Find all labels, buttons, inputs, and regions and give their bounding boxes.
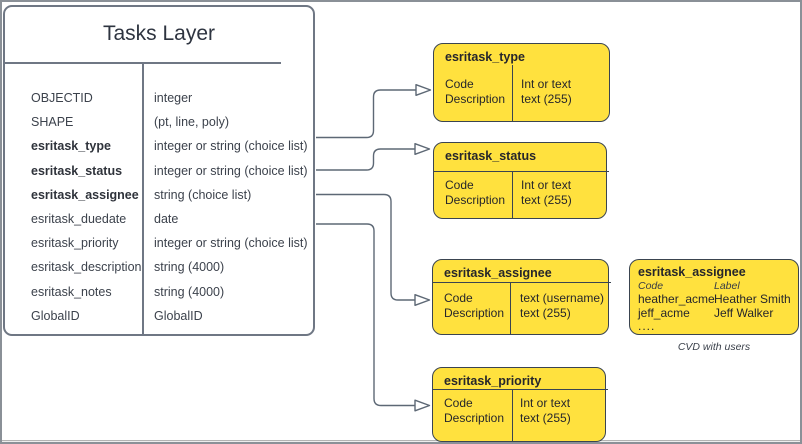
field-type: date (154, 212, 179, 227)
field-name: SHAPE (31, 115, 74, 130)
cvd-title: esritask_assignee (638, 265, 746, 279)
field-row: esritask_description string (4000) (5, 255, 313, 279)
field-type: integer (154, 91, 193, 106)
node-title: esritask_type (445, 50, 525, 64)
field-type: integer or string (choice list) (154, 139, 308, 154)
field-row: SHAPE (pt, line, poly) (5, 110, 313, 134)
field-row: OBJECTID integer (5, 86, 313, 110)
node-title: esritask_priority (444, 374, 542, 388)
field-type: string (choice list) (154, 187, 252, 202)
open-arrowhead-icon (414, 142, 431, 156)
field-row: esritask_notes string (4000) (5, 280, 313, 304)
cvd-users-node: esritask_assignee Code Label heather_acm… (629, 259, 799, 335)
table-title: Tasks Layer (102, 22, 216, 45)
field-name: esritask_assignee (31, 187, 139, 202)
field-name: esritask_notes (31, 284, 112, 299)
field-type: string (4000) (154, 260, 225, 275)
node-column-divider (512, 389, 513, 441)
code-type: Int or text (521, 178, 572, 192)
field-row: esritask_duedate date (5, 207, 313, 231)
field-type: integer or string (choice list) (154, 163, 308, 178)
code-label: Code (444, 396, 473, 410)
node-title: esritask_status (445, 149, 537, 163)
node-column-divider (512, 65, 513, 121)
description-type: text (255) (521, 92, 572, 106)
field-name: esritask_type (31, 139, 111, 154)
cvd-user-code: jeff_acme (638, 306, 690, 320)
description-type: text (255) (521, 193, 572, 207)
field-name: esritask_description (31, 260, 142, 275)
node-column-divider (510, 282, 511, 334)
description-label: Description (445, 92, 506, 106)
cvd-code-header: Code (638, 280, 664, 292)
cvd-user-code: heather_acme (638, 292, 715, 306)
cvd-user-row: jeff_acme Jeff Walker (630, 306, 798, 320)
cvd-ellipsis: .... (638, 319, 656, 333)
description-label: Description (444, 306, 505, 320)
page-margin-area (2, 441, 800, 442)
field-name: OBJECTID (31, 91, 93, 106)
description-type: text (255) (520, 306, 571, 320)
cvd-label-header: Label (714, 280, 740, 292)
description-type: text (255) (520, 411, 571, 425)
field-row: esritask_priority integer or string (choi… (5, 231, 313, 255)
field-type: integer or string (choice list) (154, 236, 308, 251)
node-title: esritask_assignee (444, 266, 552, 280)
page-edge-line (2, 440, 800, 441)
code-type: Int or text (521, 77, 572, 91)
field-row: esritask_assignee string (choice list) (5, 183, 313, 207)
node-title-divider (433, 282, 611, 283)
open-arrowhead-icon (415, 83, 432, 97)
connector-esritask-priority (316, 223, 415, 407)
field-name: esritask_duedate (31, 212, 127, 227)
description-label: Description (444, 411, 505, 425)
field-name: esritask_status (31, 163, 123, 178)
connector-esritask-assignee (316, 193, 415, 301)
code-type: Int or text (520, 396, 571, 410)
code-label: Code (445, 178, 474, 192)
open-arrowhead-icon (414, 294, 431, 306)
cvd-user-label: Jeff Walker (714, 306, 774, 320)
field-list: OBJECTID integer SHAPE (pt, line, poly) es… (5, 86, 313, 328)
tasks-layer-node: Tasks Layer OBJECTID integer SHAPE (pt, li… (3, 5, 315, 336)
node-title-divider (434, 171, 609, 172)
cvd-user-row: heather_acme Heather Smith (630, 292, 798, 306)
connector-esritask-type (316, 89, 416, 139)
field-row: GlobalID GlobalID (5, 304, 313, 328)
field-type: (pt, line, poly) (154, 115, 230, 130)
field-name: GlobalID (31, 308, 80, 323)
table-column-divider (142, 62, 144, 334)
open-arrowhead-icon (414, 399, 431, 412)
field-row: esritask_type integer or string (choice l… (5, 134, 313, 158)
field-name: esritask_priority (31, 236, 119, 251)
description-label: Description (445, 193, 506, 207)
cvd-user-label: Heather Smith (714, 292, 791, 306)
code-label: Code (444, 291, 473, 305)
connector-esritask-status (316, 148, 415, 171)
field-type: GlobalID (154, 308, 203, 323)
node-column-divider (512, 171, 513, 218)
code-type: text (username) (520, 291, 605, 305)
cvd-caption: CVD with users (677, 341, 751, 353)
code-label: Code (445, 77, 474, 91)
node-title-divider (433, 389, 608, 390)
field-type: string (4000) (154, 284, 225, 299)
field-row: esritask_status integer or string (choice… (5, 159, 313, 183)
